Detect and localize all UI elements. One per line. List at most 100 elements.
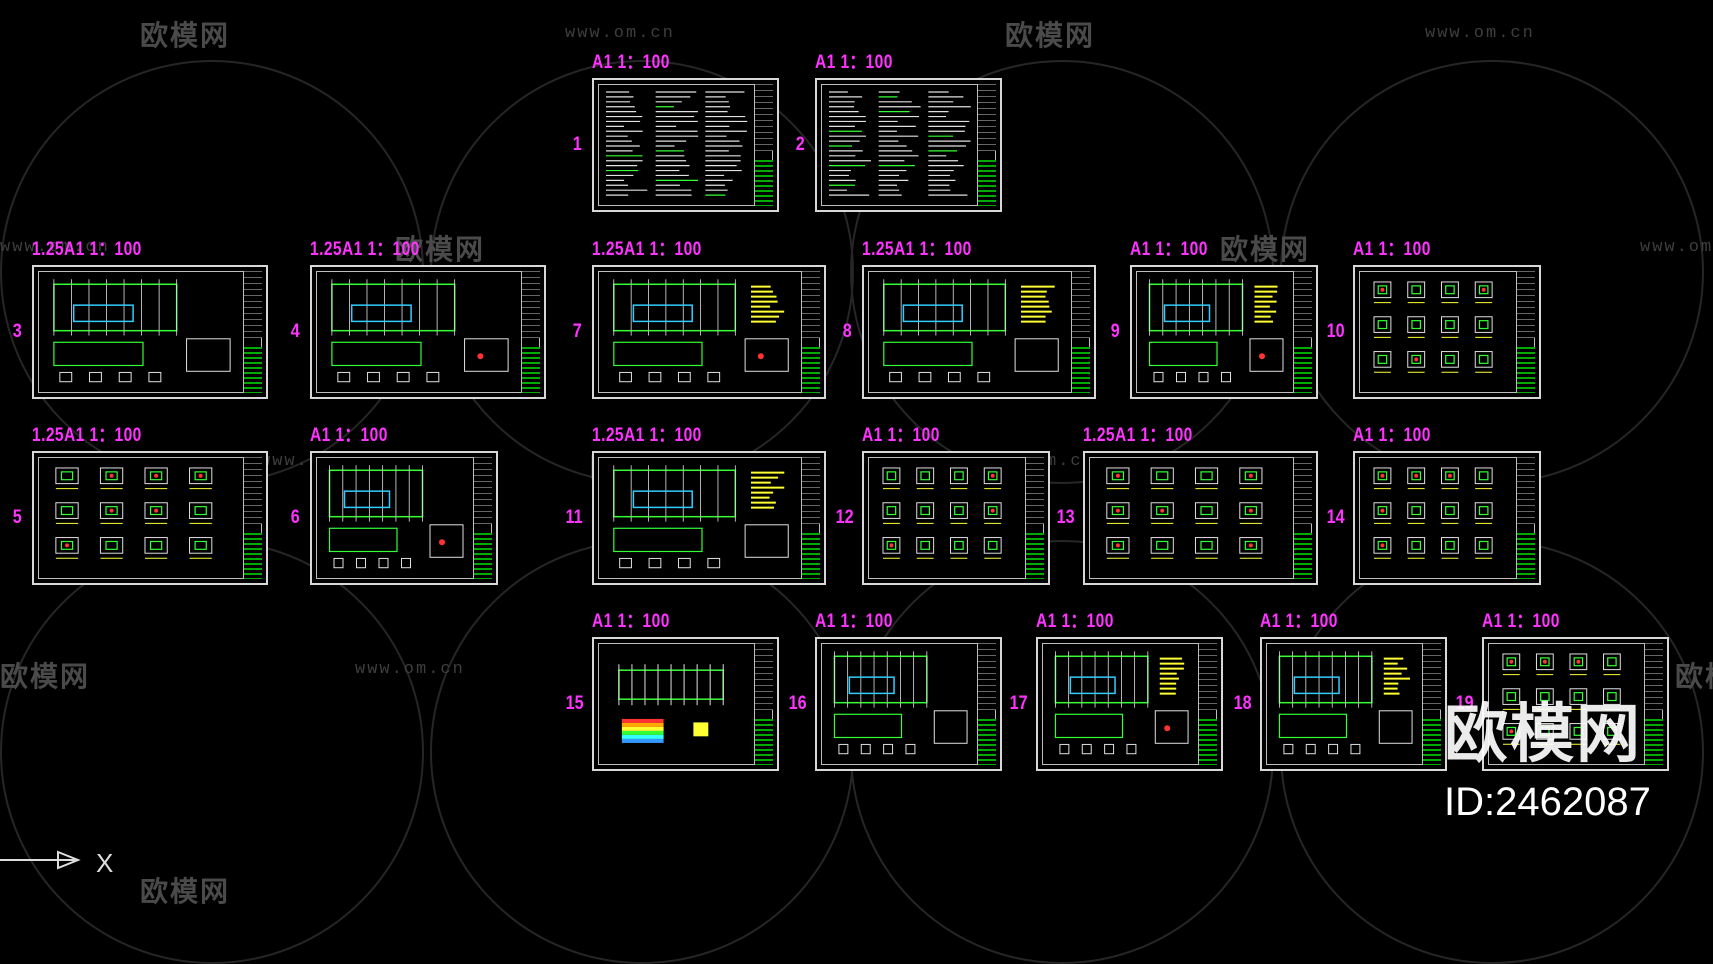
drawing-sheet-11[interactable] — [592, 451, 826, 585]
sheet-scale-label: A1 1：100 — [815, 52, 893, 73]
title-block — [1516, 457, 1535, 579]
sheet-scale-label: 1.25A1 1：100 — [592, 239, 702, 260]
sheet-scale-label: 1.25A1 1：100 — [310, 239, 420, 260]
sheet-scale-label: A1 1：100 — [1260, 611, 1338, 632]
sheet-scale-label: 1.25A1 1：100 — [862, 239, 972, 260]
ucs-x-label: X — [96, 848, 114, 878]
drawing-sheet-4[interactable] — [310, 265, 546, 399]
drawing-sheet-5[interactable] — [32, 451, 268, 585]
drawing-sheet-6[interactable] — [310, 451, 498, 585]
sheet-scale-label: 1.25A1 1：100 — [32, 239, 142, 260]
sheet-number: 7 — [572, 321, 582, 342]
sheet-drawing-content — [1148, 279, 1284, 383]
title-block — [1293, 457, 1312, 579]
sheet-scale-label: A1 1：100 — [1036, 611, 1114, 632]
sheet-scale-label: A1 1：100 — [592, 611, 670, 632]
sheet-number: 1 — [572, 134, 582, 155]
sheet-number: 9 — [1110, 321, 1120, 342]
sheet-number: 16 — [788, 693, 807, 714]
sheet-scale-label: A1 1：100 — [862, 425, 940, 446]
sheet-scale-label: 1.25A1 1：100 — [32, 425, 142, 446]
title-block — [1025, 457, 1044, 579]
watermark-text: 欧模网 — [140, 876, 231, 907]
sheet-drawing-content — [1373, 467, 1493, 559]
title-block — [801, 271, 820, 393]
drawing-sheet-12[interactable] — [862, 451, 1050, 585]
title-block — [521, 271, 540, 393]
title-block — [1422, 643, 1441, 765]
sheet-number: 15 — [565, 693, 584, 714]
drawing-sheet-13[interactable] — [1083, 451, 1318, 585]
sheet-number: 2 — [795, 134, 805, 155]
title-block — [243, 457, 262, 579]
sheet-drawing-content — [613, 465, 789, 569]
title-block — [1644, 643, 1663, 765]
sheet-drawing-content — [613, 279, 789, 383]
title-block — [754, 84, 773, 206]
drawing-sheet-16[interactable] — [815, 637, 1002, 771]
watermark-text: 欧模网 — [0, 661, 91, 692]
sheet-drawing-content — [882, 467, 1002, 559]
drawing-sheet-14[interactable] — [1353, 451, 1541, 585]
sheet-drawing-content — [55, 467, 213, 559]
sheet-number: 14 — [1326, 507, 1345, 528]
title-block — [1198, 643, 1217, 765]
ucs-axis-icon — [0, 850, 81, 870]
title-block — [473, 457, 492, 579]
sheet-scale-label: 1.25A1 1：100 — [1083, 425, 1193, 446]
sheet-drawing-content — [328, 465, 464, 569]
drawing-sheet-3[interactable] — [32, 265, 268, 399]
title-block — [1293, 271, 1312, 393]
sheet-scale-label: A1 1：100 — [1130, 239, 1208, 260]
drawing-sheet-7[interactable] — [592, 265, 826, 399]
drawing-sheet-1[interactable] — [592, 78, 779, 212]
drawing-sheet-15[interactable] — [592, 637, 779, 771]
sheet-scale-label: A1 1：100 — [310, 425, 388, 446]
sheet-scale-label: 1.25A1 1：100 — [592, 425, 702, 446]
title-block — [1516, 271, 1535, 393]
watermark-text: 欧模网 — [140, 20, 231, 51]
watermark-text: 欧模网 — [1675, 661, 1713, 692]
sheet-drawing-content — [331, 279, 509, 383]
watermark-text: 欧模网 — [1220, 234, 1311, 265]
sheet-drawing-content — [1502, 653, 1621, 745]
title-block — [977, 643, 996, 765]
watermark-url: www.om.cn — [1425, 24, 1535, 43]
sheet-drawing-content — [618, 664, 724, 743]
sheet-scale-label: A1 1：100 — [1482, 611, 1560, 632]
sheet-number: 11 — [565, 507, 583, 528]
sheet-scale-label: A1 1：100 — [1353, 425, 1431, 446]
drawing-sheet-8[interactable] — [862, 265, 1096, 399]
watermark-text: 欧模网 — [395, 234, 486, 265]
sheet-drawing-content — [883, 279, 1059, 383]
watermark-url: www.om.cn — [0, 238, 110, 257]
sheet-number: 4 — [290, 321, 300, 342]
drawing-sheet-17[interactable] — [1036, 637, 1223, 771]
title-block — [1071, 271, 1090, 393]
drawing-sheet-19[interactable] — [1482, 637, 1669, 771]
watermark-url: www.om.cn — [565, 24, 675, 43]
sheet-drawing-content — [53, 279, 231, 383]
sheet-drawing-content — [1278, 651, 1413, 755]
sheet-number: 19 — [1455, 693, 1474, 714]
drawing-sheet-2[interactable] — [815, 78, 1002, 212]
watermark-text: 欧模网 — [1005, 20, 1096, 51]
brand-logo: 欧模网 — [1444, 698, 1642, 770]
drawing-sheet-18[interactable] — [1260, 637, 1447, 771]
sheet-drawing-content — [829, 91, 971, 196]
sheet-drawing-content — [1054, 651, 1189, 755]
sheet-number: 3 — [12, 321, 22, 342]
sheet-number: 5 — [12, 507, 22, 528]
model-id-label: ID:2462087 — [1444, 780, 1651, 824]
drawing-sheet-9[interactable] — [1130, 265, 1318, 399]
sheet-drawing-content — [1106, 467, 1263, 559]
sheet-number: 17 — [1009, 693, 1028, 714]
title-block — [801, 457, 820, 579]
watermark-url: www.om.cn — [355, 660, 465, 679]
sheet-drawing-content — [1373, 281, 1493, 373]
sheet-drawing-content — [833, 651, 968, 755]
sheet-number: 12 — [835, 507, 854, 528]
drawing-sheet-10[interactable] — [1353, 265, 1541, 399]
sheet-scale-label: A1 1：100 — [592, 52, 670, 73]
